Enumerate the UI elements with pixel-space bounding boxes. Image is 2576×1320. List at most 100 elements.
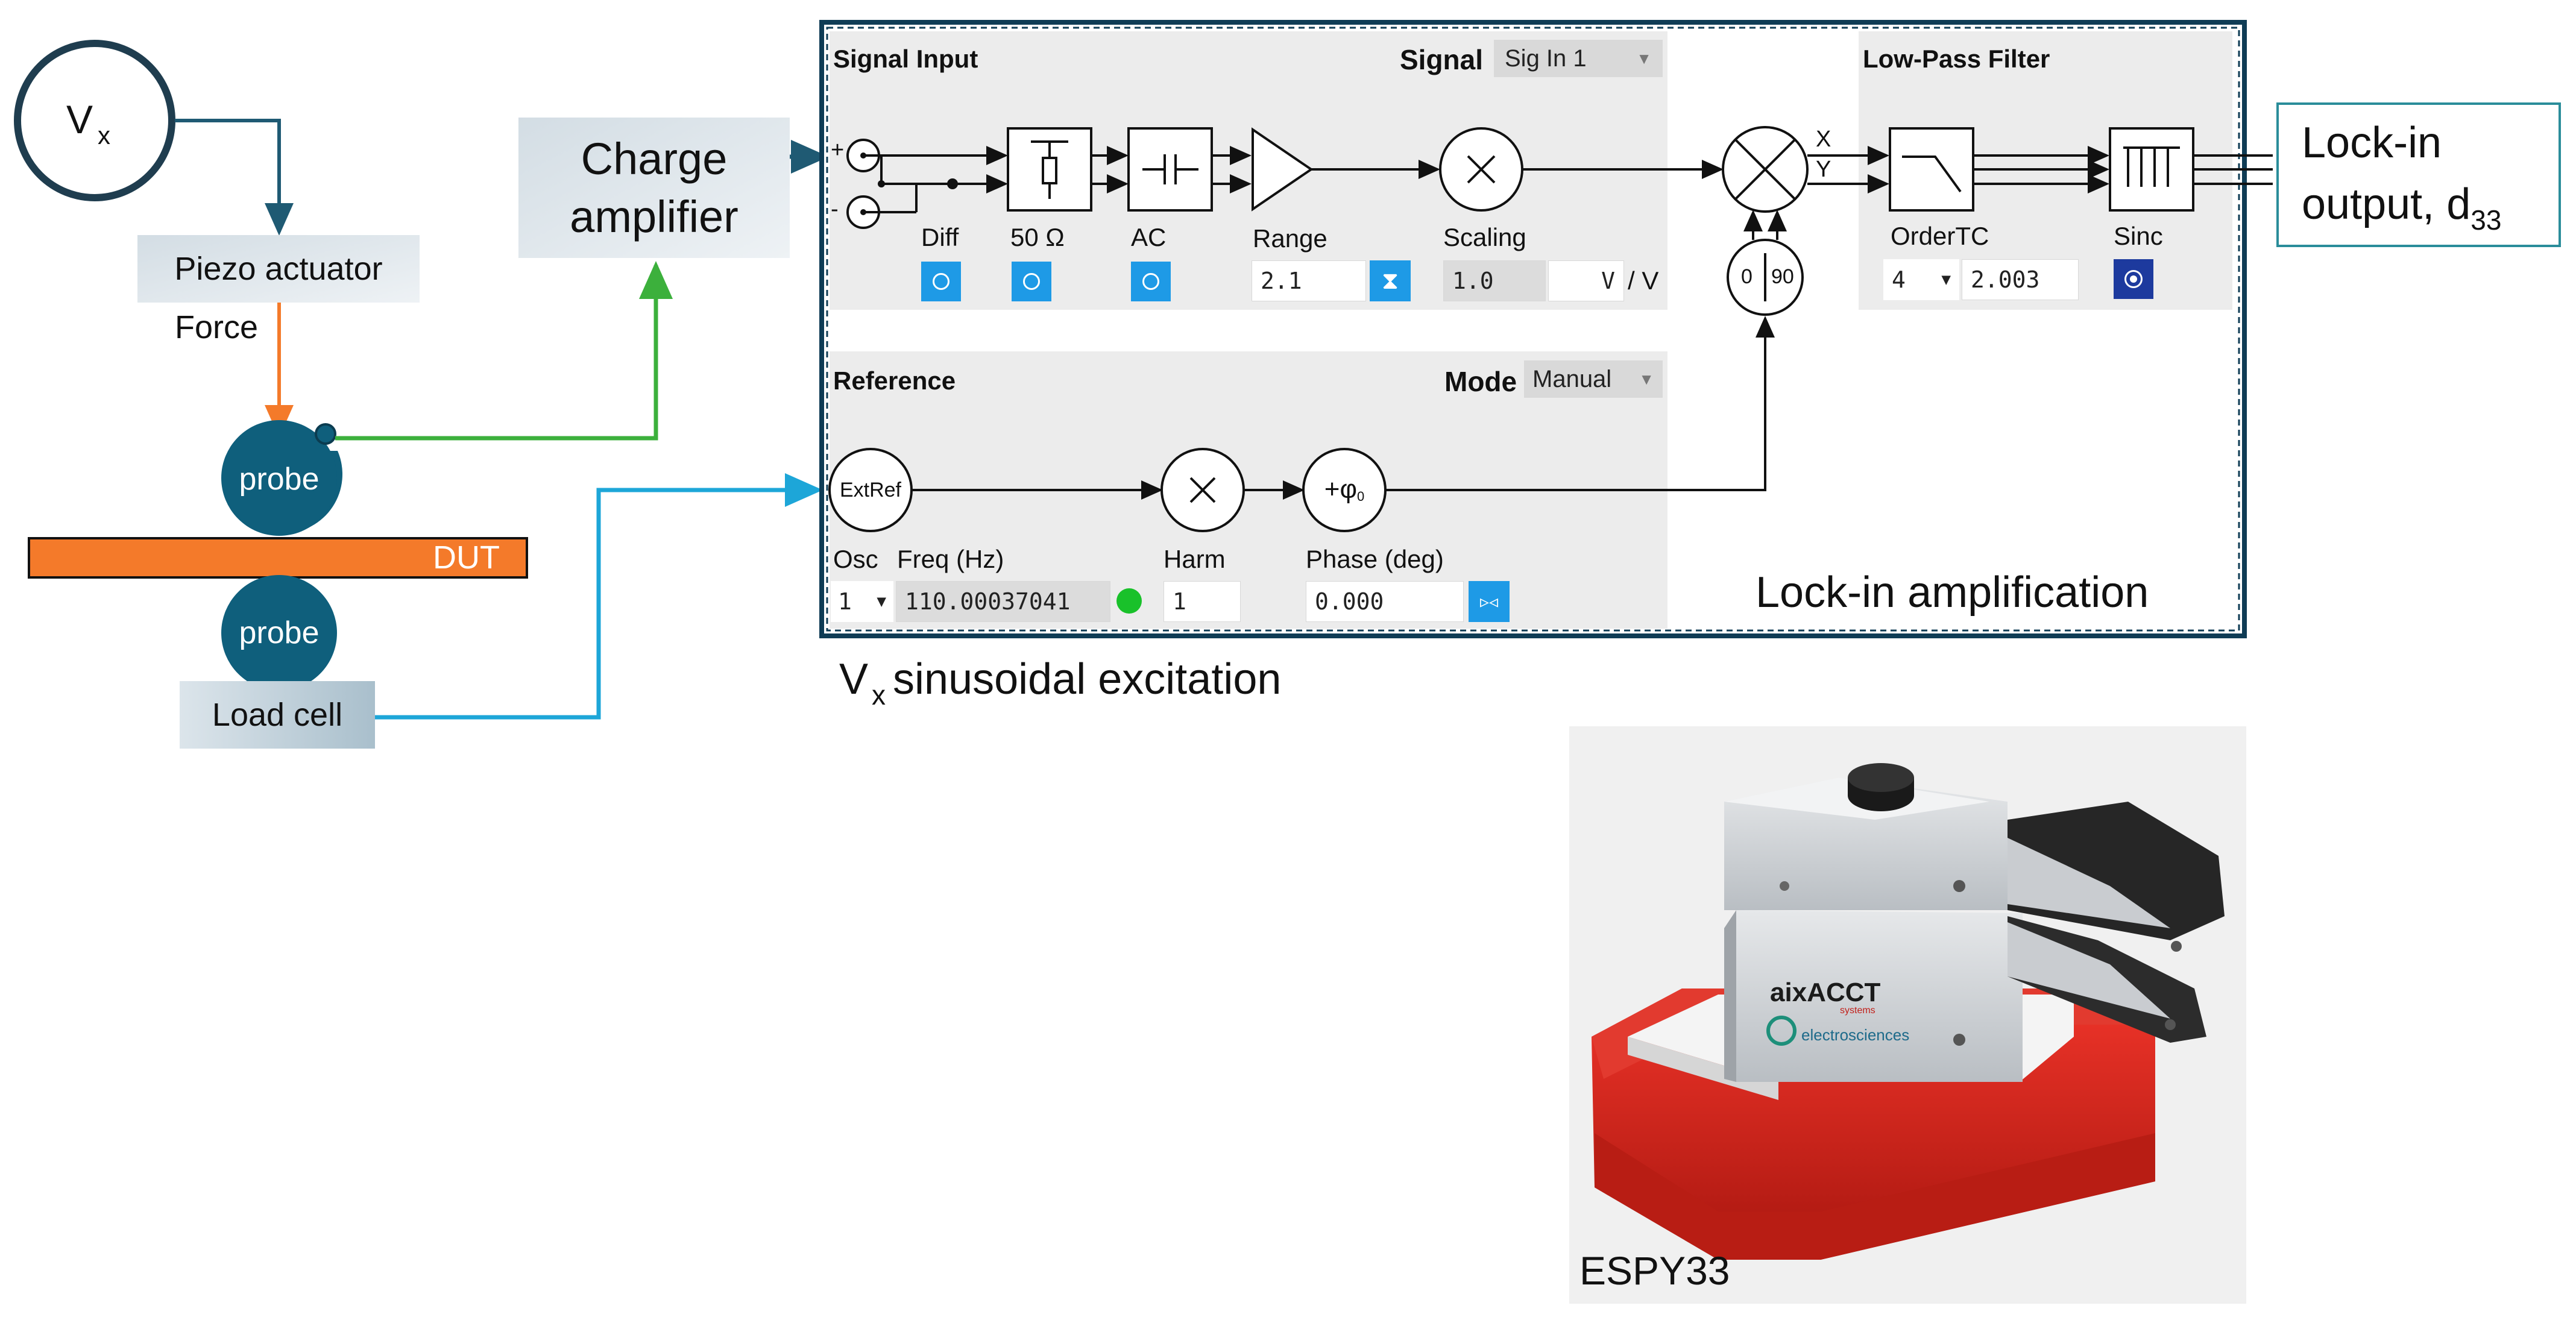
toggle-ring-icon — [1142, 273, 1159, 290]
dut-bar — [28, 537, 528, 579]
sinc-label: Sinc — [2114, 222, 2163, 250]
auto-range-button[interactable]: ⧗ — [1370, 260, 1411, 301]
sinc-block — [2109, 127, 2194, 212]
probe-to-charge-amp-line — [335, 261, 673, 441]
scaling-per-label: / V — [1628, 266, 1659, 295]
output-line2-sub: 33 — [2471, 204, 2502, 236]
mode-select-value: Manual — [1532, 365, 1612, 392]
force-label: Force — [175, 309, 259, 345]
lockin-caption: Lock-in amplification — [1756, 568, 2149, 617]
excitation-sub: x — [872, 679, 886, 711]
source-label-sub: x — [98, 121, 111, 149]
ohm-toggle[interactable] — [1012, 262, 1051, 301]
photo-caption: ESPY33 — [1579, 1248, 1730, 1293]
output-line1: Lock-in — [2302, 119, 2442, 167]
photo-brand: aixACCT — [1770, 978, 1881, 1007]
phase-label: Phase (deg) — [1306, 545, 1444, 573]
range-input[interactable]: 2.1 — [1252, 260, 1366, 301]
freq-status-indicator — [1116, 588, 1142, 614]
signal-select[interactable]: Sig In 1 ▼ — [1494, 40, 1663, 77]
osc-select[interactable]: 1 ▼ — [831, 581, 893, 622]
lowpass-title: Low-Pass Filter — [1863, 45, 2050, 73]
probe-top-label: probe — [239, 462, 320, 497]
scaling-unit-input[interactable]: V — [1548, 260, 1624, 301]
excitation-text: sinusoidal excitation — [893, 655, 1282, 703]
charge-amp-box — [518, 118, 790, 258]
ohm-label: 50 Ω — [1010, 223, 1065, 251]
reference-title: Reference — [833, 366, 956, 395]
piezo-box — [137, 235, 420, 303]
chevron-down-icon: ▼ — [1636, 49, 1652, 68]
range-label: Range — [1253, 224, 1327, 253]
scaling-input[interactable]: 1.0 — [1443, 260, 1546, 301]
y-output-label: Y — [1816, 157, 1831, 182]
chevron-down-icon: ▼ — [1941, 271, 1951, 289]
signal-select-value: Sig In 1 — [1505, 45, 1587, 72]
probe-bottom-label: probe — [239, 615, 320, 650]
vx-to-piezo-line — [175, 119, 294, 236]
mode-label: Mode — [1444, 366, 1517, 397]
photo-maker: electrosciences — [1801, 1026, 1910, 1044]
chevron-down-icon: ▼ — [1639, 369, 1654, 388]
toggle-ring-icon — [1023, 273, 1040, 290]
ac-toggle[interactable] — [1131, 262, 1171, 301]
output-line2-main: output, d — [2302, 180, 2471, 228]
phase-offset-main: +φ — [1324, 474, 1357, 504]
order-select[interactable]: 4 ▼ — [1883, 259, 1959, 300]
piezo-actuator-label: Piezo actuator — [174, 251, 383, 287]
instrument-photo — [1569, 726, 2246, 1304]
charge-amp-line2: amplifier — [570, 191, 738, 242]
voltage-source-circle — [14, 40, 175, 201]
scaling-label: Scaling — [1443, 223, 1526, 251]
output-box — [2276, 102, 2561, 247]
charge-amp-label: Charge amplifier — [518, 118, 790, 258]
osc-select-value: 1 — [838, 588, 852, 615]
phase-switch-zero: 0 — [1741, 265, 1752, 288]
hourglass-icon: ⧗ — [1381, 267, 1399, 295]
order-tc-label: OrderTC — [1891, 222, 1989, 250]
load-cell-label: Load cell — [212, 697, 343, 733]
toggle-ring-icon — [933, 273, 949, 290]
probe-bottom-shape — [221, 575, 337, 691]
minus-marker: - — [831, 196, 839, 222]
x-output-label: X — [1816, 127, 1831, 152]
dut-label: DUT — [433, 539, 500, 576]
signal-label: Signal — [1400, 44, 1484, 75]
diff-label: Diff — [921, 223, 959, 251]
mode-select[interactable]: Manual ▼ — [1524, 360, 1663, 398]
order-select-value: 4 — [1892, 266, 1906, 293]
ac-block — [1127, 127, 1213, 212]
ac-label: AC — [1131, 223, 1167, 251]
freq-input[interactable]: 110.00037041 — [896, 581, 1110, 622]
excitation-prefix: V — [839, 655, 869, 703]
extref-text: ExtRef — [839, 478, 902, 501]
photo-brand-sub: systems — [1840, 1005, 1875, 1016]
harm-input[interactable]: 1 — [1164, 581, 1241, 622]
auto-phase-button[interactable]: ▹◃ — [1469, 581, 1510, 622]
range-amp-triangle — [1252, 127, 1314, 212]
charge-sensor-dot — [315, 423, 336, 445]
sinc-toggle[interactable] — [2114, 259, 2153, 299]
time-constant-input[interactable]: 2.003 — [1962, 259, 2079, 300]
output-line2: output, d33 — [2302, 174, 2501, 240]
freq-label: Freq (Hz) — [897, 545, 1004, 573]
phase-offset-sub: 0 — [1356, 489, 1365, 504]
phase-switch-ninety: 90 — [1771, 265, 1794, 288]
phase-input[interactable]: 0.000 — [1306, 581, 1464, 622]
load-cell-box — [180, 681, 375, 749]
diff-toggle[interactable] — [921, 262, 961, 301]
osc-label: Osc — [833, 545, 878, 573]
load-cell-to-extref-line — [375, 473, 823, 720]
source-label-main: V — [66, 97, 93, 142]
radio-on-icon — [2124, 270, 2143, 288]
charge-amp-line1: Charge — [581, 133, 728, 184]
lowpass-block — [1889, 127, 1974, 212]
signal-input-title: Signal Input — [833, 45, 978, 73]
plus-marker: + — [831, 137, 845, 163]
harm-label: Harm — [1164, 545, 1226, 573]
